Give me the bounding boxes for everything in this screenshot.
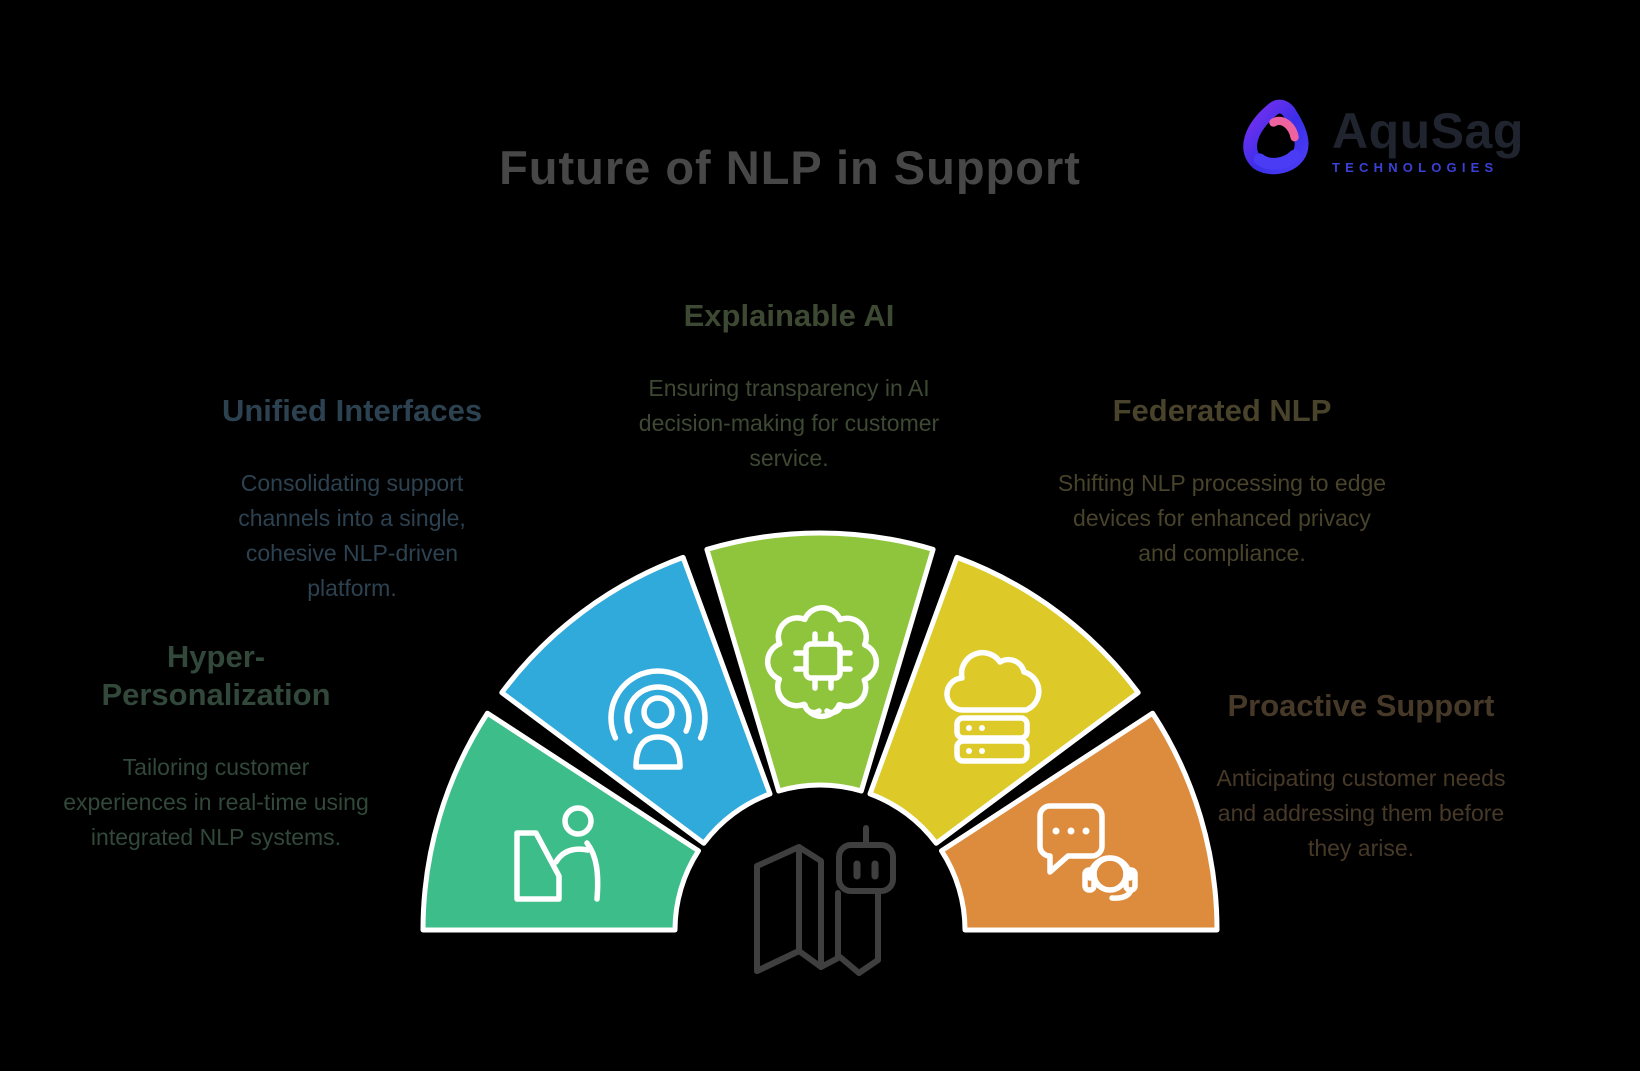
- section-unified-interfaces: Unified Interfaces Consolidating support…: [207, 392, 497, 606]
- loop-ribbon-icon: [1243, 99, 1309, 175]
- section-title: Hyper-Personalization: [101, 639, 331, 712]
- segment-proactive-support: [939, 710, 1220, 933]
- section-hyper-personalization: Hyper-Personalization Tailoring customer…: [61, 638, 371, 855]
- segment-federated-nlp: [867, 554, 1141, 846]
- cloud-server-icon: [944, 649, 1042, 764]
- chat-headset-icon: [1037, 803, 1138, 901]
- section-title: Explainable AI: [683, 298, 895, 333]
- section-title: Proactive Support: [1227, 688, 1495, 723]
- section-title: Unified Interfaces: [221, 393, 483, 428]
- aqusag-logo: AquSag TECHNOLOGIES: [1232, 88, 1524, 192]
- section-federated-nlp: Federated NLP Shifting NLP processing to…: [1057, 392, 1387, 571]
- logo-name: AquSag: [1332, 103, 1524, 159]
- kiosk-person-icon: [514, 805, 601, 902]
- section-desc: Shifting NLP processing to edge devices …: [1057, 470, 1387, 566]
- section-desc: Anticipating customer needs and addressi…: [1216, 765, 1506, 861]
- section-desc: Consolidating support channels into a si…: [238, 470, 466, 601]
- ai-brain-chip-icon: [764, 605, 880, 720]
- segment-explainable-ai: [704, 530, 936, 794]
- logo-text: AquSag TECHNOLOGIES: [1332, 105, 1524, 175]
- section-desc: Ensuring transparency in AI decision-mak…: [638, 375, 940, 471]
- section-explainable-ai: Explainable AI Ensuring transparency in …: [624, 297, 954, 476]
- logo-subtitle: TECHNOLOGIES: [1332, 160, 1499, 175]
- broadcast-person-icon: [608, 668, 708, 770]
- map-robot-icon: [754, 825, 896, 976]
- section-title: Federated NLP: [1112, 393, 1332, 428]
- segment-hyper-personalization: [420, 710, 701, 933]
- section-proactive-support: Proactive Support Anticipating customer …: [1201, 687, 1521, 866]
- page-title: Future of NLP in Support: [499, 141, 1081, 194]
- section-desc: Tailoring customer experiences in real-t…: [63, 754, 369, 850]
